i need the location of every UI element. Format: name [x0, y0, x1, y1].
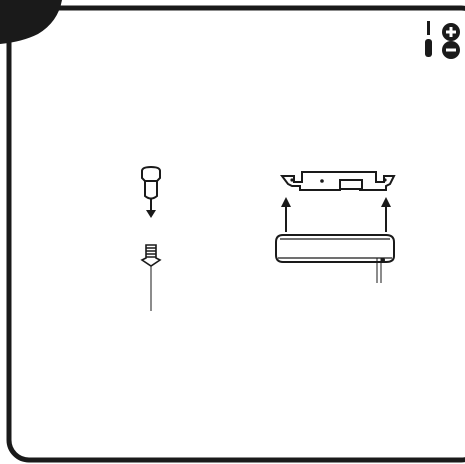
flathead-screwdriver-icon: [425, 21, 432, 57]
screw-icon: [140, 244, 162, 311]
arrow-down-icon: [146, 199, 156, 218]
arrow-up-icon: [281, 197, 391, 232]
minus-icon: [442, 41, 460, 59]
light-fixture-icon: [275, 234, 395, 283]
panel-frame: [6, 5, 465, 463]
mounting-bracket-icon: [280, 171, 396, 191]
tools-icon: [425, 21, 460, 59]
step-number: [0, 0, 40, 30]
wall-anchor-icon: [141, 165, 161, 200]
step-badge: [0, 0, 62, 44]
plus-icon: [442, 23, 460, 41]
